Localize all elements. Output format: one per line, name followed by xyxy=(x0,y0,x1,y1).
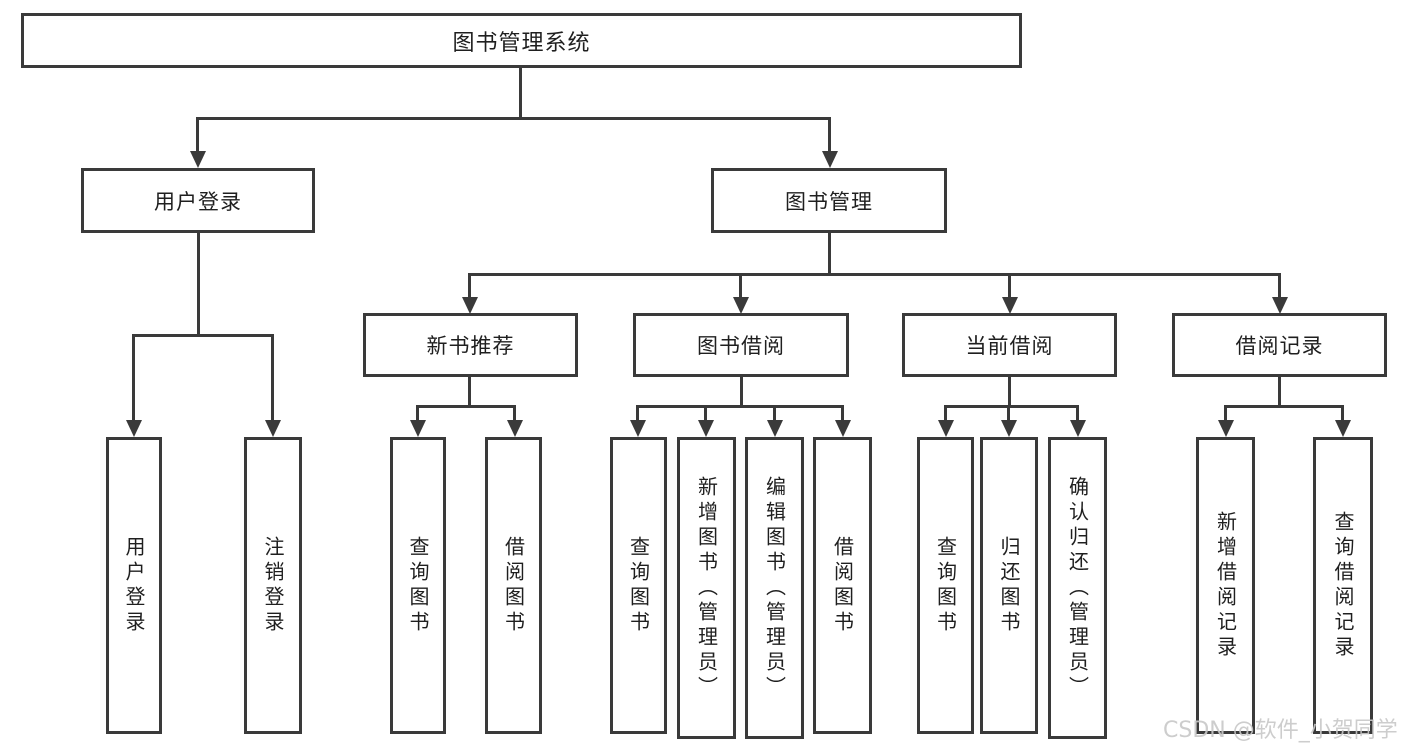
connector-user-login-branch xyxy=(132,334,274,337)
leaf-borrow-books-recommend: 借阅图书 xyxy=(485,437,542,734)
arrow-to-leaf-confirm-return-admin xyxy=(1076,405,1079,420)
arrow-to-borrowing-records xyxy=(1278,273,1281,297)
node-book-borrowing-label: 图书借阅 xyxy=(697,334,785,358)
arrow-to-leaf-borrow-books-recommend xyxy=(513,405,516,420)
leaf-add-borrow-record: 新增借阅记录 xyxy=(1196,437,1255,734)
leaf-query-books-recommend-label: 查询图书 xyxy=(406,535,430,636)
arrow-to-leaf-query-borrow-record xyxy=(1341,405,1344,420)
node-book-management-label: 图书管理 xyxy=(785,189,873,214)
arrow-to-leaf-add-books-admin xyxy=(704,405,707,420)
leaf-query-books-current: 查询图书 xyxy=(917,437,974,734)
arrow-to-leaf-edit-books-admin xyxy=(773,405,776,420)
arrow-to-book-management xyxy=(828,117,831,151)
leaf-return-books-label: 归还图书 xyxy=(997,535,1021,636)
connector-root-stem xyxy=(519,68,522,118)
leaf-query-books-recommend: 查询图书 xyxy=(390,437,446,734)
arrow-to-current-borrowing xyxy=(1008,273,1011,297)
connector-book-mgmt-stem xyxy=(828,233,831,274)
leaf-borrow-books-recommend-label: 借阅图书 xyxy=(501,535,526,636)
connector-records-stem xyxy=(1278,377,1281,406)
arrow-to-leaf-user-login xyxy=(132,334,135,420)
node-borrowing-records: 借阅记录 xyxy=(1172,313,1387,377)
arrow-to-user-login xyxy=(196,117,199,151)
node-user-login: 用户登录 xyxy=(81,168,315,233)
leaf-add-borrow-record-label: 新增借阅记录 xyxy=(1213,510,1238,661)
leaf-edit-books-admin: 编辑图书（管理员） xyxy=(745,437,804,739)
node-book-management: 图书管理 xyxy=(711,168,947,233)
node-current-borrowing: 当前借阅 xyxy=(902,313,1117,377)
leaf-query-borrow-record: 查询借阅记录 xyxy=(1313,437,1373,734)
connector-book-mgmt-branch xyxy=(468,273,1281,276)
leaf-query-borrow-record-label: 查询借阅记录 xyxy=(1331,510,1355,661)
leaf-logout: 注销登录 xyxy=(244,437,302,734)
leaf-add-books-admin-label: 新增图书（管理员） xyxy=(694,475,719,701)
connector-recommend-stem xyxy=(468,377,471,406)
leaf-query-books-borrowing: 查询图书 xyxy=(610,437,667,734)
node-library-system-label: 图书管理系统 xyxy=(452,30,591,56)
connector-records-branch xyxy=(1224,405,1344,408)
node-current-borrowing-label: 当前借阅 xyxy=(965,334,1054,358)
node-book-borrowing: 图书借阅 xyxy=(633,313,849,377)
node-borrowing-records-label: 借阅记录 xyxy=(1235,334,1324,358)
leaf-user-login: 用户登录 xyxy=(106,437,162,734)
arrow-to-leaf-borrow-books xyxy=(841,405,844,420)
leaf-confirm-return-admin-label: 确认归还（管理员） xyxy=(1065,475,1090,701)
connector-borrowing-stem xyxy=(740,377,743,406)
leaf-borrow-books: 借阅图书 xyxy=(813,437,872,734)
leaf-confirm-return-admin: 确认归还（管理员） xyxy=(1048,437,1107,739)
leaf-user-login-label: 用户登录 xyxy=(122,535,146,636)
leaf-logout-label: 注销登录 xyxy=(261,535,285,636)
node-new-book-recommendation-label: 新书推荐 xyxy=(426,334,515,358)
arrow-to-leaf-return-books xyxy=(1007,405,1010,420)
leaf-edit-books-admin-label: 编辑图书（管理员） xyxy=(762,475,787,701)
connector-root-branch xyxy=(197,117,831,120)
csdn-watermark: CSDN @软件_小贺同学 xyxy=(1163,718,1398,743)
arrow-to-new-book-recommendation xyxy=(468,273,471,297)
leaf-query-books-borrowing-label: 查询图书 xyxy=(626,535,651,636)
arrow-to-leaf-query-books-recommend xyxy=(416,405,419,420)
leaf-query-books-current-label: 查询图书 xyxy=(933,535,958,636)
connector-borrowing-branch xyxy=(636,405,844,408)
node-new-book-recommendation: 新书推荐 xyxy=(363,313,578,377)
arrow-to-leaf-query-books-borrowing xyxy=(636,405,639,420)
connector-current-stem xyxy=(1008,377,1011,406)
leaf-return-books: 归还图书 xyxy=(980,437,1038,734)
connector-recommend-branch xyxy=(416,405,516,408)
node-library-system: 图书管理系统 xyxy=(21,13,1022,68)
connector-user-login-stem xyxy=(197,233,200,335)
leaf-add-books-admin: 新增图书（管理员） xyxy=(677,437,736,739)
arrow-to-leaf-query-books-current xyxy=(944,405,947,420)
connector-current-branch xyxy=(944,405,1079,408)
arrow-to-leaf-add-borrow-record xyxy=(1224,405,1227,420)
node-user-login-label: 用户登录 xyxy=(154,189,242,214)
arrow-to-book-borrowing xyxy=(739,273,742,297)
arrow-to-leaf-logout xyxy=(271,334,274,420)
leaf-borrow-books-label: 借阅图书 xyxy=(830,535,855,636)
